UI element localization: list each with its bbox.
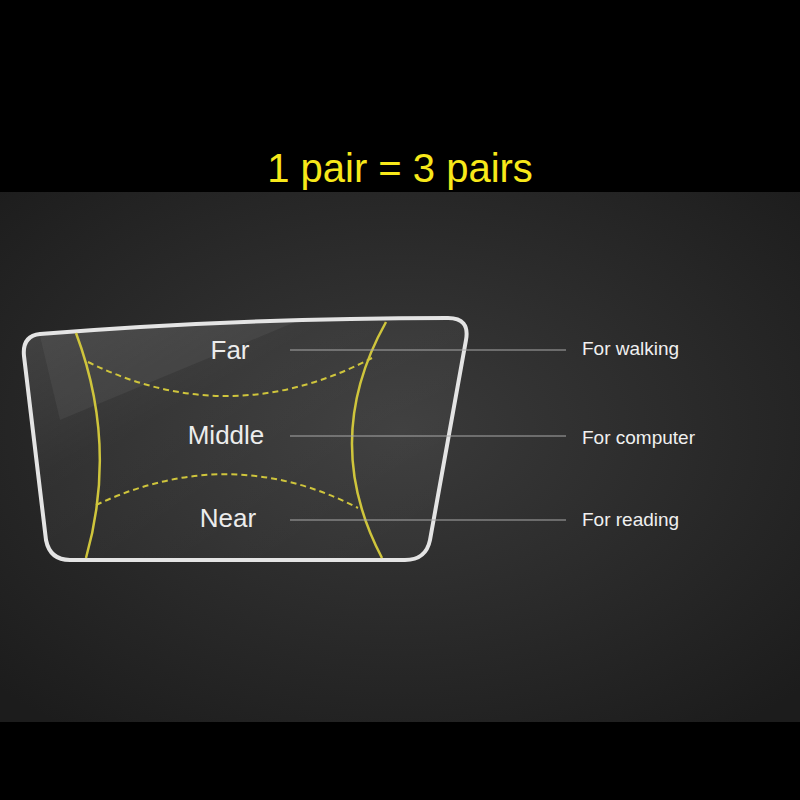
zone-label: Near xyxy=(200,503,256,534)
use-label: For computer xyxy=(582,427,695,449)
leader-line xyxy=(290,519,566,520)
use-label: For walking xyxy=(582,338,679,360)
leader-line xyxy=(290,435,566,436)
zone-label: Far xyxy=(211,335,250,366)
panel xyxy=(0,192,800,722)
zone-boundary xyxy=(76,333,100,558)
use-label: For reading xyxy=(582,509,679,531)
zone-boundary xyxy=(352,322,386,558)
title: 1 pair = 3 pairs xyxy=(267,146,533,191)
glare xyxy=(40,320,300,420)
leader-line xyxy=(290,349,566,350)
zone-label: Middle xyxy=(188,420,265,451)
lens-outline xyxy=(24,318,467,560)
